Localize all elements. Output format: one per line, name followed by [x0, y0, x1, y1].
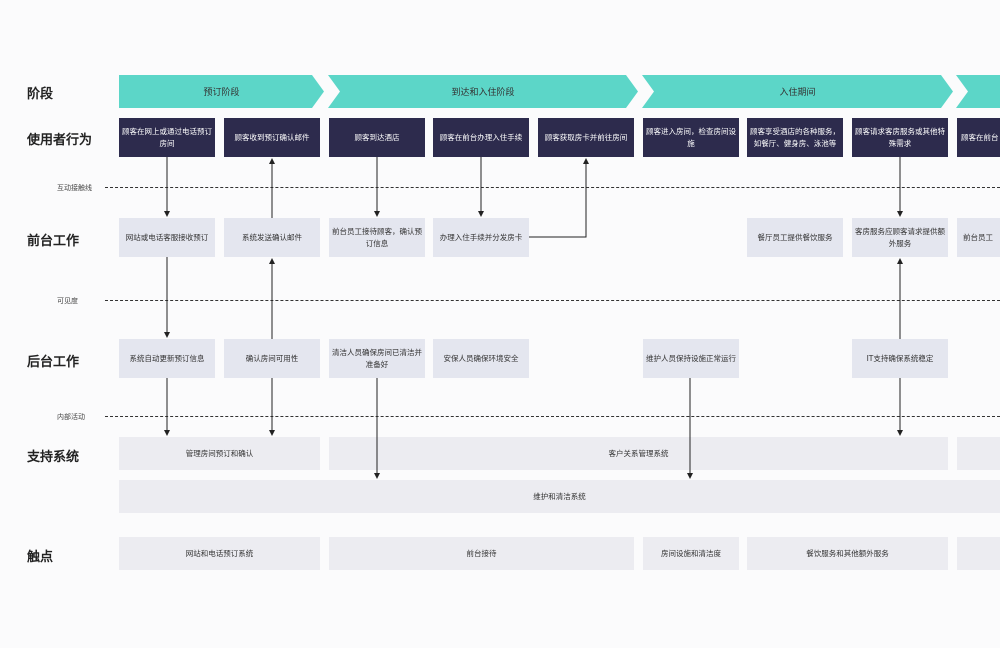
support-maintenance-cleaning: 维护和清洁系统 — [119, 480, 1000, 513]
user-action-request-service: 顾客请求客房服务或其他特殊需求 — [852, 118, 948, 157]
user-action-enter-room: 顾客进入房间，检查房间设施 — [643, 118, 739, 157]
user-action-get-keycard: 顾客获取房卡并前往房间 — [538, 118, 634, 157]
user-action-enjoy-services: 顾客享受酒店的各种服务，如餐厅、健身房、泳池等 — [747, 118, 843, 157]
interaction-line-label: 互动接触线 — [57, 184, 92, 192]
touchpoint-extra — [957, 537, 1000, 570]
front-work-greet-guest: 前台员工接待顾客，确认预订信息 — [329, 218, 425, 257]
visibility-line-label: 可见度 — [57, 297, 78, 305]
touchpoint-dining-services: 餐饮服务和其他额外服务 — [747, 537, 948, 570]
user-action-arrive: 顾客到达酒店 — [329, 118, 425, 157]
support-booking-management: 管理房间预订和确认 — [119, 437, 320, 470]
stage-during-stay-label: 入住期间 — [779, 88, 816, 98]
internal-line — [105, 416, 1000, 417]
arrow-process-to-keycard — [529, 158, 589, 238]
touchpoint-room-facilities: 房间设施和清洁度 — [643, 537, 739, 570]
front-work-send-email: 系统发送确认邮件 — [224, 218, 320, 257]
back-work-room-availability: 确认房间可用性 — [224, 339, 320, 378]
row-label-front-work: 前台工作 — [27, 234, 80, 249]
back-work-cleaning: 清洁人员确保房间已清洁并准备好 — [329, 339, 425, 378]
row-label-touchpoints: 触点 — [27, 550, 54, 565]
stage-checkout — [956, 75, 1000, 108]
stage-booking: 预订阶段 — [119, 75, 324, 108]
touchpoint-booking-system: 网站和电话预订系统 — [119, 537, 320, 570]
back-work-maintenance: 维护人员保持设施正常运行 — [643, 339, 739, 378]
back-work-update-booking: 系统自动更新预订信息 — [119, 339, 215, 378]
support-crm-system: 客户关系管理系统 — [329, 437, 948, 470]
row-label-support: 支持系统 — [27, 450, 80, 465]
visibility-line — [105, 300, 1000, 301]
row-label-back-work: 后台工作 — [27, 355, 80, 370]
stage-arrival: 到达和入住阶段 — [328, 75, 638, 108]
internal-line-label: 内部活动 — [57, 413, 85, 421]
touchpoint-front-desk: 前台接待 — [329, 537, 634, 570]
front-work-checkin: 办理入住手续并分发房卡 — [433, 218, 529, 257]
stage-arrival-label: 到达和入住阶段 — [451, 88, 515, 98]
user-action-front-desk: 顾客在前台 — [957, 118, 1000, 157]
back-work-it-support: IT支持确保系统稳定 — [852, 339, 948, 378]
user-action-book: 顾客在网上或通过电话预订房间 — [119, 118, 215, 157]
support-extra — [957, 437, 1000, 470]
front-work-front-staff: 前台员工 — [957, 218, 1000, 257]
user-action-confirm-email: 顾客收到预订确认邮件 — [224, 118, 320, 157]
front-work-dining: 餐厅员工提供餐饮服务 — [747, 218, 843, 257]
back-work-security: 安保人员确保环境安全 — [433, 339, 529, 378]
front-work-room-service: 客房服务应顾客请求提供额外服务 — [852, 218, 948, 257]
stage-during-stay: 入住期间 — [642, 75, 953, 108]
stage-booking-label: 预订阶段 — [203, 88, 240, 98]
row-label-user-actions: 使用者行为 — [27, 133, 93, 148]
interaction-line — [105, 187, 1000, 188]
user-action-checkin: 顾客在前台办理入住手续 — [433, 118, 529, 157]
row-label-stage: 阶段 — [27, 87, 54, 102]
front-work-receive-booking: 网站或电话客服接收预订 — [119, 218, 215, 257]
